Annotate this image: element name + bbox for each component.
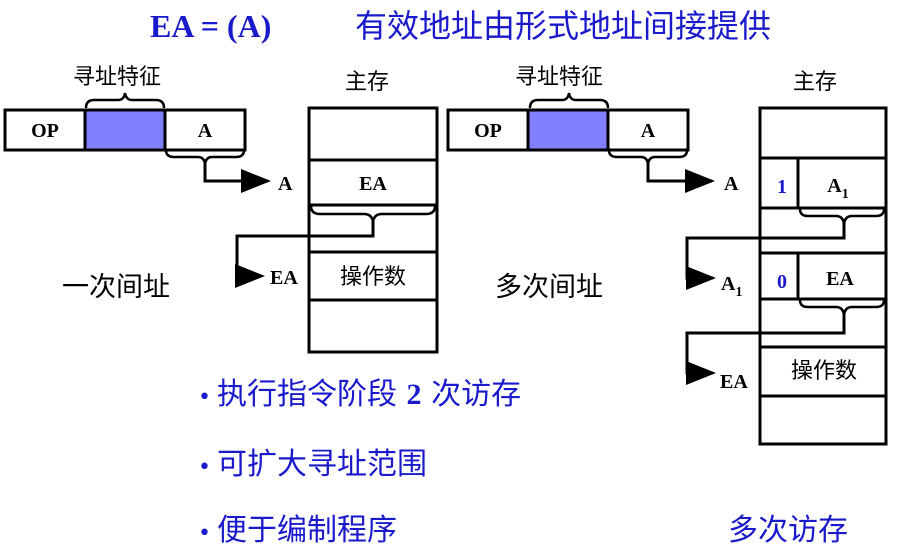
address-field	[163, 108, 247, 152]
main-memory-label: 主存	[793, 70, 837, 95]
address-label: A	[198, 120, 213, 142]
opcode-field	[3, 108, 87, 152]
addressing-feature-label: 寻址特征	[73, 65, 161, 90]
indirect-flag: 1	[777, 176, 787, 198]
multi-indirect-caption: 多次间址	[495, 272, 603, 303]
bullet-item: •便于编制程序	[198, 513, 397, 548]
arrow-icon	[685, 222, 846, 290]
title-formula: EA = (A)	[150, 8, 271, 44]
indirect-flag: 0	[777, 271, 787, 293]
operand-label: 操作数	[791, 359, 857, 384]
main-memory-label: 主存	[345, 70, 389, 95]
memory-cell	[758, 106, 888, 160]
brace-icon	[164, 149, 246, 165]
opcode-label: OP	[474, 120, 502, 142]
address-label: A	[641, 120, 656, 142]
single-indirect-diagram: 寻址特征 OP A 主存 EA 操作数 A EA 一次间址	[3, 65, 439, 354]
bullet-item: •执行指令阶段 2 次访存	[198, 377, 521, 412]
pointer-label: A	[724, 173, 739, 195]
operand-label: 操作数	[340, 265, 406, 290]
multi-access-caption: 多次访存	[728, 513, 848, 548]
addressing-feature-field	[83, 108, 167, 152]
single-indirect-caption: 一次间址	[62, 272, 170, 303]
arrow-icon	[235, 221, 375, 288]
memory-cell	[758, 251, 888, 301]
pointer-label: A	[278, 173, 293, 195]
memory-cell	[758, 394, 888, 446]
brace-icon	[84, 92, 166, 109]
multi-indirect-diagram: 寻址特征 OP A 主存 1 A1 0 EA 操作数 A A1 EA 多次	[446, 65, 888, 548]
address-field	[606, 108, 690, 152]
memory-cell-value: EA	[359, 173, 387, 195]
memory-cell	[307, 106, 439, 162]
title-description: 有效地址由形式地址间接提供	[355, 7, 771, 45]
pointer-label: A1	[721, 273, 742, 300]
bullet-item: •可扩大寻址范围	[198, 447, 427, 482]
memory-cell	[307, 298, 439, 354]
addressing-feature-label: 寻址特征	[515, 65, 603, 90]
arrow-icon	[203, 163, 271, 193]
pointer-label: EA	[720, 371, 748, 393]
bullet-list: •执行指令阶段 2 次访存 •可扩大寻址范围 •便于编制程序	[198, 377, 521, 548]
pointer-label: EA	[270, 267, 298, 289]
memory-cell-value: EA	[826, 268, 854, 290]
brace-icon	[528, 92, 610, 109]
arrow-icon	[646, 163, 715, 193]
memory-cell	[758, 345, 888, 398]
brace-icon	[607, 149, 689, 165]
opcode-label: OP	[31, 120, 59, 142]
arrow-icon	[685, 313, 846, 385]
memory-cell-value: A1	[827, 175, 848, 202]
opcode-field	[446, 108, 530, 152]
addressing-feature-field	[526, 108, 610, 152]
